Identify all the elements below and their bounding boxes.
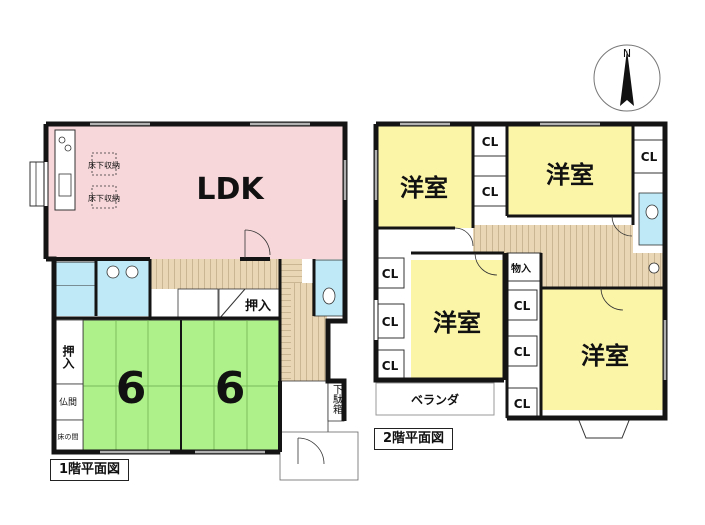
veranda-label: ベランダ — [411, 392, 459, 407]
washing-machine-icon — [125, 265, 139, 279]
oshiire-left-label: 押入 — [61, 344, 75, 370]
butsuma-label: 仏間 — [59, 397, 77, 408]
oshiire-left — [53, 319, 84, 385]
room-sw — [411, 260, 504, 380]
underfloor-storage-box-2 — [91, 185, 117, 209]
wash-area — [54, 286, 96, 316]
oshiire-center-label: 押入 — [245, 298, 271, 314]
room-ne — [507, 124, 633, 216]
geta-box-label: 下駄箱 — [331, 384, 343, 415]
floor2-caption: 2階平面図 — [374, 428, 454, 450]
closet-label-2: CL — [482, 185, 499, 199]
butsuma-box — [53, 383, 84, 421]
stairs-2f — [541, 253, 601, 288]
bay-window-2f — [577, 417, 631, 439]
room-sw-label: 洋室 — [433, 309, 481, 337]
north-label: N — [623, 47, 631, 60]
closet-label-7: CL — [514, 299, 531, 313]
stairs-1f — [150, 259, 280, 289]
porch — [279, 431, 359, 481]
toilet-2f-icon — [645, 204, 659, 220]
stair-landing — [177, 288, 219, 318]
kitchen-counter — [54, 129, 76, 211]
toilet-2f — [638, 192, 666, 246]
compass: N — [593, 44, 661, 112]
room-nw — [376, 124, 473, 228]
north-arrow-icon — [620, 50, 634, 106]
room-ne-label: 洋室 — [546, 161, 594, 189]
closet-label-6: CL — [382, 359, 399, 373]
room-nw-label: 洋室 — [400, 174, 448, 202]
tatami-size-2: 6 — [215, 363, 246, 414]
closet-label-4: CL — [382, 267, 399, 281]
hallway-2f — [473, 225, 633, 253]
toilet-icon — [322, 287, 336, 305]
veranda — [375, 382, 495, 416]
closet-box-7 — [506, 289, 538, 321]
closet-label-1: CL — [482, 135, 499, 149]
underfloor-storage-label-2: 床下収納 — [88, 193, 120, 203]
tatami-size-1: 6 — [116, 363, 147, 414]
closet-label-3: CL — [641, 150, 658, 164]
floor1-caption: 1階平面図 — [50, 459, 130, 481]
sink-2f-icon — [648, 262, 660, 274]
underfloor-storage-box-1 — [91, 152, 117, 176]
room-se — [541, 288, 665, 410]
closet-label-9: CL — [514, 397, 531, 411]
closet-box-8 — [506, 335, 538, 367]
closet-box-6 — [375, 349, 405, 381]
room-se-label: 洋室 — [581, 342, 629, 370]
storage-label: 物入 — [511, 262, 531, 275]
floor2-plan: 洋室 洋室 洋室 洋室 CL CL CL CL CL CL CL CL CL 物… — [373, 121, 668, 439]
underfloor-storage-label-1: 床下収納 — [88, 160, 120, 170]
tokonoma-label: 床の間 — [58, 432, 79, 441]
washroom — [96, 259, 150, 316]
floor1-plan: LDK 床下収納 床下収納 6 6 押入 押入 仏間 床の間 下駄箱 — [29, 121, 359, 481]
entrance — [279, 380, 329, 439]
closet-label-5: CL — [382, 315, 399, 329]
washbasin-icon — [106, 265, 120, 279]
closet-box-5 — [375, 303, 405, 339]
ldk-label: LDK — [196, 172, 265, 207]
bathroom — [53, 261, 97, 287]
closet-label-8: CL — [514, 345, 531, 359]
